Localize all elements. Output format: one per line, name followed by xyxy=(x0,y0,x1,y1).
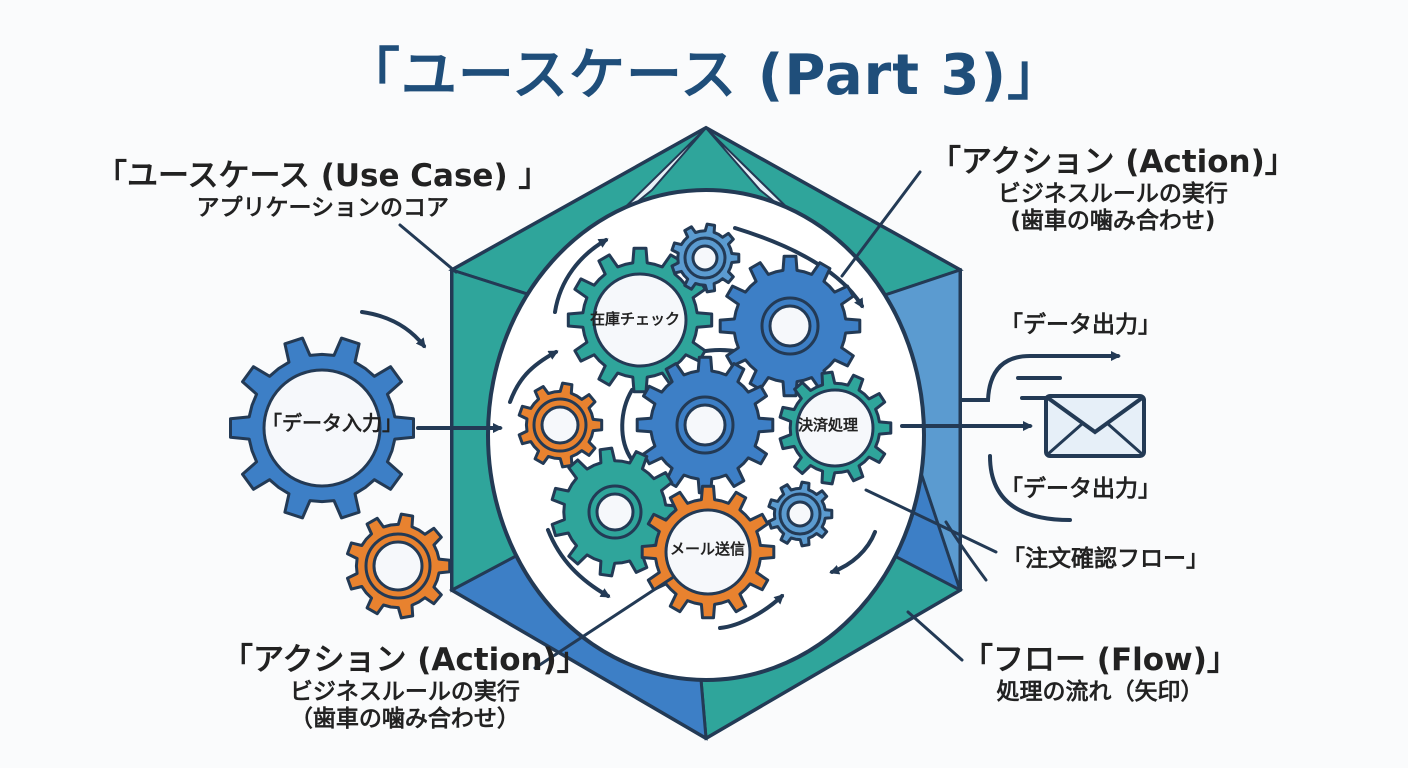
callout-action-top-heading: 「アクション (Action)」 xyxy=(930,144,1296,180)
callout-action-bottom-sub2: （歯車の噛み合わせ） xyxy=(289,705,520,732)
gear-data-input xyxy=(229,336,415,520)
callout-flow-heading: 「フロー (Flow)」 xyxy=(962,642,1238,678)
flow-arrows xyxy=(360,226,877,630)
gear-top-pale xyxy=(670,222,741,294)
gear-teal-bottom-left xyxy=(550,446,681,578)
gear-label-payment: 決済処理 xyxy=(798,416,859,434)
gear-orange-small xyxy=(517,381,604,469)
gear-label-stock-check: 在庫チェック xyxy=(590,310,681,328)
gear-hub xyxy=(683,403,727,447)
gear-orange-outer xyxy=(346,512,452,620)
label-order-flow: 「注文確認フロー」 xyxy=(1002,546,1209,572)
gear-payment xyxy=(778,370,893,486)
gear-ring xyxy=(683,236,727,280)
gear-ring xyxy=(587,484,643,540)
label-data-output-2: 「データ出力」 xyxy=(1000,476,1161,502)
callout-action-top-sub2: (歯車の噛み合わせ) xyxy=(1010,207,1216,234)
callout-use-case-heading: 「ユースケース (Use Case) 」 xyxy=(96,158,550,194)
callout-flow-sub: 処理の流れ（矢印） xyxy=(996,678,1204,705)
gear-hub xyxy=(786,500,814,528)
gear-hub xyxy=(664,508,752,596)
gear-hub xyxy=(595,492,635,532)
callout-flow: 「フロー (Flow)」 処理の流れ（矢印） xyxy=(962,642,1238,706)
envelope-icon xyxy=(1044,394,1146,458)
callout-action-top: 「アクション (Action)」 ビジネスルールの実行 (歯車の噛み合わせ) xyxy=(930,144,1296,235)
gear-hub xyxy=(795,388,875,468)
gear-ring xyxy=(532,397,588,453)
callout-action-bottom-sub1: ビジネスルールの実行 xyxy=(289,678,520,705)
callout-action-bottom-heading: 「アクション (Action)」 xyxy=(222,642,588,678)
gear-mail-send xyxy=(640,484,776,620)
gear-center-blue xyxy=(635,355,775,495)
gear-label-mail-send: メール送信 xyxy=(670,540,746,558)
gear-hub xyxy=(372,540,424,592)
io-arrows xyxy=(416,351,1121,522)
gear-stock-check xyxy=(566,246,714,394)
gear-hub xyxy=(262,368,382,488)
gear-hub xyxy=(592,272,688,368)
gear-blue-top-right xyxy=(718,254,862,398)
callout-use-case: 「ユースケース (Use Case) 」 アプリケーションのコア xyxy=(96,158,549,222)
gear-small-pale-right xyxy=(767,480,834,548)
leader-lines xyxy=(398,170,998,670)
gear-hub xyxy=(540,405,580,445)
gear-ring xyxy=(760,296,820,356)
gear-hub xyxy=(691,244,719,272)
gear-ring xyxy=(364,532,432,600)
page-title: 「ユースケース (Part 3)」 xyxy=(343,43,1065,108)
gear-hub xyxy=(768,304,812,348)
gear-label-data-input: 「データ入力」 xyxy=(262,411,402,435)
callout-action-bottom: 「アクション (Action)」 ビジネスルールの実行 （歯車の噛み合わせ） xyxy=(222,642,588,733)
gear-ring xyxy=(778,492,822,536)
gear-ring xyxy=(675,395,735,455)
callout-action-top-sub1: ビジネスルールの実行 xyxy=(997,180,1228,207)
callout-use-case-sub: アプリケーションのコア xyxy=(196,194,449,221)
label-data-output-1: 「データ出力」 xyxy=(1000,312,1161,338)
